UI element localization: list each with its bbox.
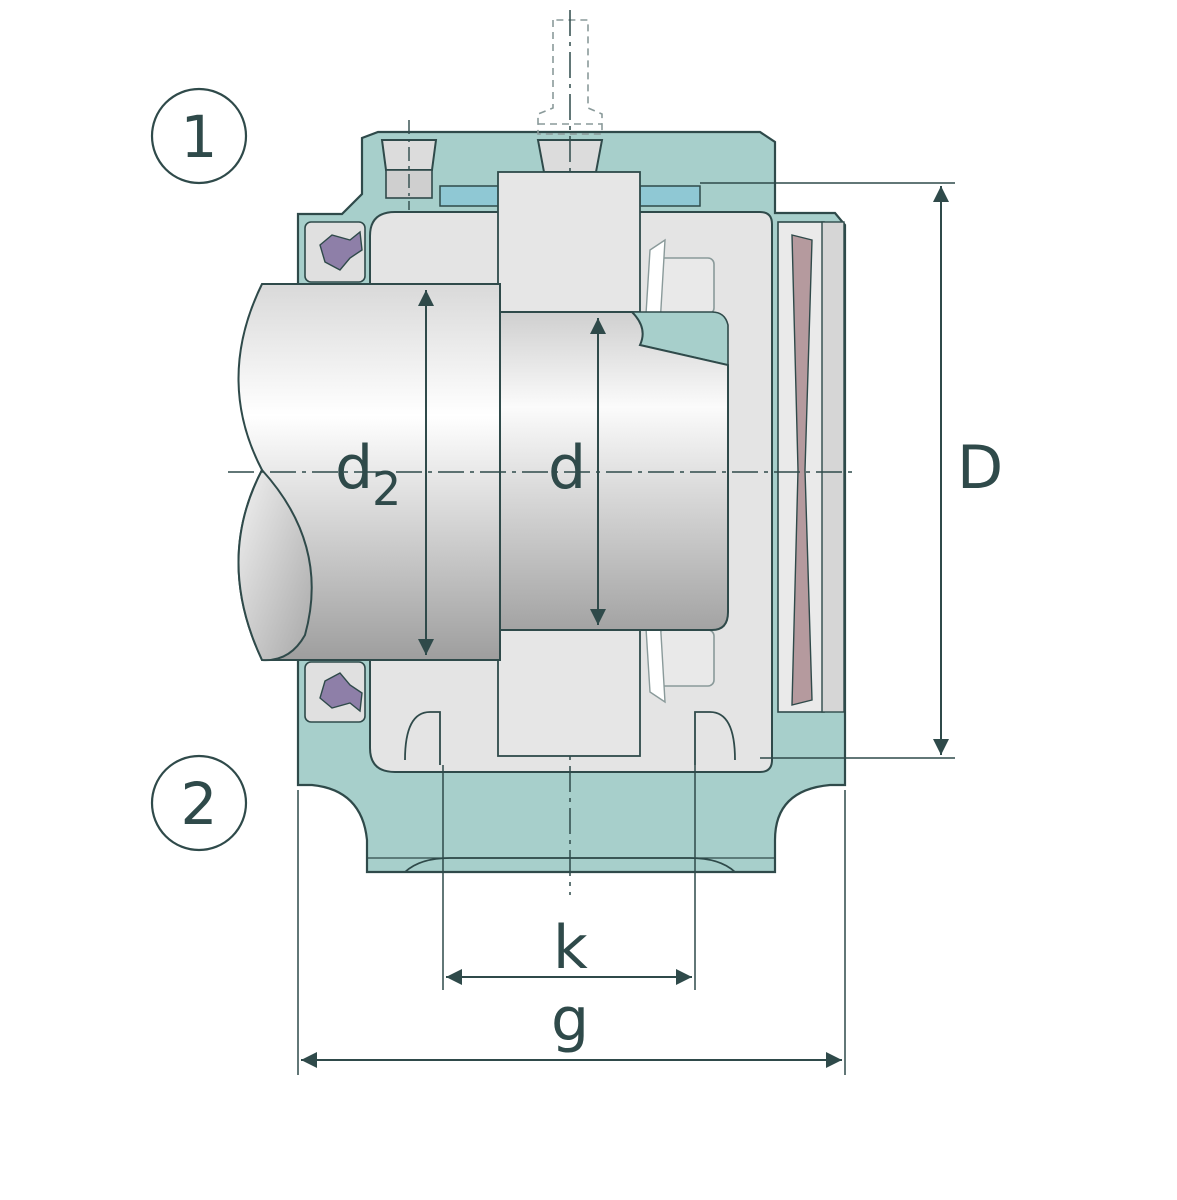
marker-2: 2: [150, 754, 248, 852]
plug-left: [380, 120, 438, 210]
bearing-outer-ring: [497, 171, 641, 757]
seal-bottom-left: [304, 661, 366, 723]
housing-lip-left: [404, 711, 441, 765]
eyebolt-dashed: [537, 19, 603, 135]
housing-lip-right: [694, 711, 736, 765]
lubrication-channel-right: [639, 185, 701, 207]
marker-1-number: 1: [181, 103, 218, 171]
label-g: g: [551, 985, 589, 1055]
roller-bottom: [644, 611, 715, 704]
label-d: d: [548, 433, 586, 503]
label-d2: d: [335, 433, 373, 503]
dim-D: [700, 182, 955, 759]
lubrication-channel: [439, 185, 501, 207]
inner-ring-top: [628, 311, 729, 367]
label-d2-subscript: 2: [372, 462, 401, 516]
dim-k: [442, 765, 696, 990]
adapter-sleeve: [494, 311, 729, 631]
marker-2-number: 2: [181, 770, 218, 838]
dim-g: [297, 790, 846, 1075]
label-k: k: [553, 913, 588, 983]
end-cover-right: [777, 221, 845, 713]
seal-top-left: [304, 221, 366, 283]
marker-1: 1: [150, 87, 248, 185]
label-D: D: [957, 433, 1003, 503]
